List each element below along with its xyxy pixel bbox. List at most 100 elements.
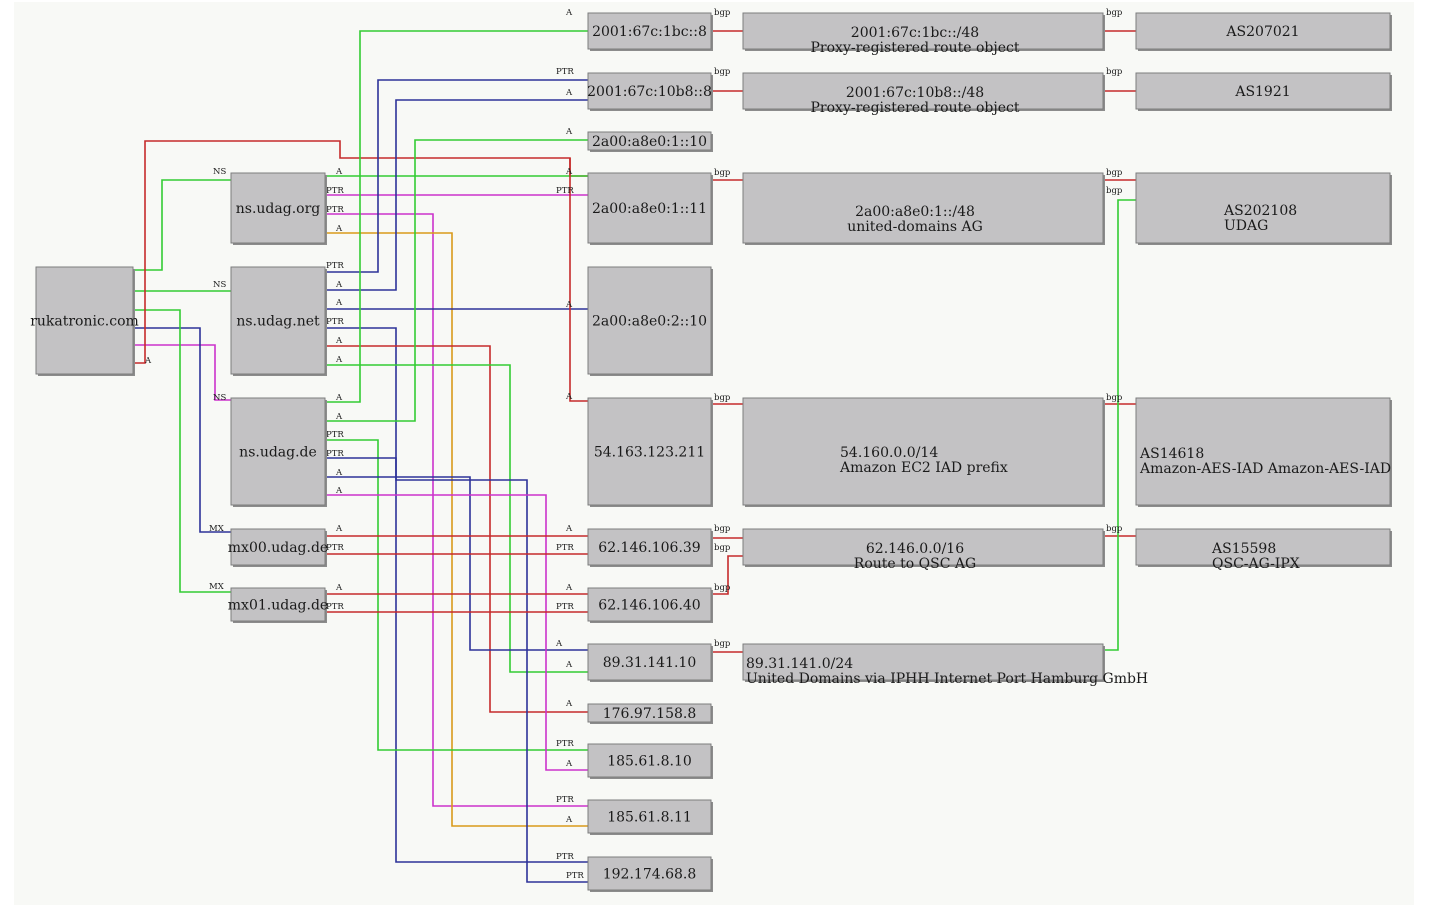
node-ip_192: 192.174.68.8 — [587, 856, 713, 892]
node-ip_62_40: 62.146.106.40 — [587, 587, 713, 623]
edge-label: A — [335, 583, 343, 593]
node-label: Proxy-registered route object — [811, 40, 1020, 56]
node-box — [587, 131, 712, 151]
edge-label: PTR — [326, 430, 344, 440]
edge-label: PTR — [326, 261, 344, 271]
edge-2 — [134, 344, 231, 401]
node-label: 185.61.8.11 — [607, 810, 692, 826]
edge-label: A — [565, 815, 573, 825]
node-label: Proxy-registered route object — [811, 100, 1020, 116]
node-box — [742, 172, 1104, 244]
node-label: AS1921 — [1234, 84, 1290, 100]
edge-14 — [326, 345, 588, 713]
edge-label: PTR — [556, 852, 574, 862]
node-ip_a8e2_10: 2a00:a8e0:2::10 — [587, 266, 713, 376]
node-label: 2a00:a8e0:1::/48 — [855, 204, 975, 220]
node-box — [230, 172, 326, 244]
node-label: 2001:67c:10b8::8 — [587, 84, 712, 100]
edge-20 — [326, 476, 588, 651]
node-label: 54.160.0.0/14 — [840, 445, 938, 461]
edge-label: bgp — [1106, 186, 1123, 196]
edge-15 — [326, 364, 588, 673]
node-label: 2001:67c:10b8::/48 — [846, 85, 984, 101]
edge-label: bgp — [1106, 524, 1123, 534]
node-box — [1135, 72, 1391, 110]
edge-label-layer: NSNSNSMXMXAAPTRPTRAPTRAAPTRAAAAPTRPTRAAA… — [144, 8, 1123, 881]
edge-label: PTR — [326, 205, 344, 215]
node-ip_62_39: 62.146.106.39 — [587, 528, 713, 567]
edge-label: A — [565, 660, 573, 670]
edge-label: A — [565, 392, 573, 402]
edge-label: bgp — [714, 543, 731, 553]
node-rukatronic: rukatronic.com — [30, 266, 139, 376]
edge-label: PTR — [556, 186, 574, 196]
edge-label: PTR — [556, 602, 574, 612]
edge-label: A — [335, 224, 343, 234]
node-ns_org: ns.udag.org — [230, 172, 327, 245]
edge-label: bgp — [714, 393, 731, 403]
node-label: UDAG — [1224, 218, 1268, 234]
edge-label: A — [335, 280, 343, 290]
edge-label: bgp — [714, 8, 731, 18]
node-label: ns.udag.net — [236, 314, 320, 330]
edge-label: bgp — [714, 583, 731, 593]
edge-8 — [326, 213, 588, 807]
node-ns_net: ns.udag.net — [230, 266, 327, 376]
edge-label: MX — [209, 582, 225, 592]
node-as1921: AS1921 — [1135, 72, 1392, 111]
edge-label: A — [565, 167, 573, 177]
edge-label: bgp — [714, 524, 731, 534]
edge-label: PTR — [556, 543, 574, 553]
node-label: AS202108 — [1223, 203, 1297, 219]
edge-label: A — [335, 336, 343, 346]
edge-label: PTR — [556, 739, 574, 749]
edge-21 — [326, 494, 588, 771]
edge-label: bgp — [1106, 393, 1123, 403]
node-box — [587, 172, 712, 244]
node-ip_176: 176.97.158.8 — [587, 703, 713, 724]
node-label: 62.146.106.39 — [598, 540, 700, 556]
node-ip_185_11: 185.61.8.11 — [587, 799, 713, 835]
node-box — [587, 12, 712, 50]
node-label: Amazon-AES-IAD Amazon-AES-IAD — [1139, 461, 1391, 477]
node-label: 62.146.0.0/16 — [866, 541, 964, 557]
node-box — [587, 266, 712, 375]
edge-label: A — [565, 583, 573, 593]
edge-label: PTR — [326, 543, 344, 553]
edge-label: NS — [213, 393, 226, 403]
edge-label: PTR — [326, 449, 344, 459]
edge-13 — [326, 327, 588, 863]
edge-18 — [326, 439, 588, 751]
edge-label: A — [335, 524, 343, 534]
edge-label: bgp — [714, 168, 731, 178]
node-as207021: AS207021 — [1135, 12, 1392, 51]
node-label: 2001:67c:1bc::/48 — [851, 25, 979, 41]
node-box — [587, 397, 712, 506]
node-label: Amazon EC2 IAD prefix — [839, 460, 1008, 476]
node-ip_54: 54.163.123.211 — [587, 397, 713, 507]
node-ip_185_10: 185.61.8.10 — [587, 743, 713, 779]
node-box — [230, 397, 326, 506]
edge-11 — [326, 99, 588, 291]
node-box — [230, 587, 326, 622]
edge-label: PTR — [556, 795, 574, 805]
node-box — [742, 643, 1104, 681]
node-box — [587, 587, 712, 622]
edge-3 — [134, 327, 231, 533]
edge-label: A — [335, 298, 343, 308]
edge-label: A — [335, 486, 343, 496]
node-label: ns.udag.org — [236, 201, 321, 217]
edge-32 — [711, 555, 743, 595]
edge-label: A — [565, 300, 573, 310]
edge-16 — [326, 30, 588, 403]
node-ip_bc8: 2001:67c:1bc::8 — [587, 12, 713, 51]
edge-4 — [134, 309, 231, 593]
node-box — [742, 397, 1104, 506]
node-label: 176.97.158.8 — [603, 706, 697, 722]
node-box — [587, 703, 712, 723]
node-label: united-domains AG — [847, 219, 983, 235]
edge-5 — [134, 140, 588, 364]
edge-label: A — [565, 127, 573, 137]
